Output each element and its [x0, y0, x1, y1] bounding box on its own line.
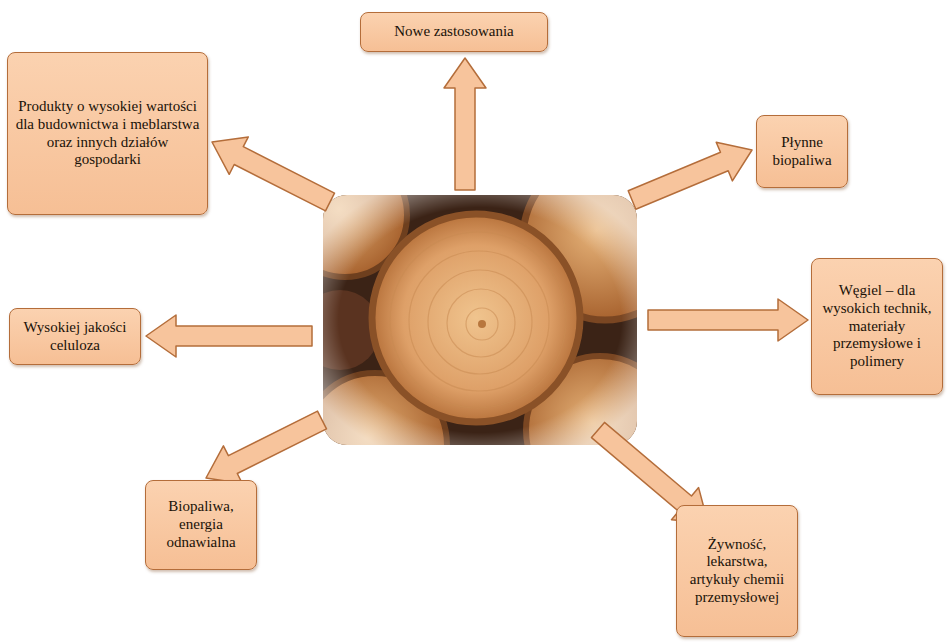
- text-group: Węgiel – dla wysokich technik, materiały…: [818, 282, 936, 370]
- box-label: Produkty o wysokiej wartości dla budowni…: [14, 98, 201, 169]
- wood-logs-photo: [323, 195, 637, 445]
- block-arrow: [628, 142, 752, 209]
- box-label: Żywność, lekarstwa, artykuły chemii prze…: [683, 536, 791, 607]
- block-arrow: [206, 411, 327, 483]
- text-box: Biopaliwa, energia odnawialna: [145, 480, 257, 570]
- box-label: Nowe zastosowania: [394, 23, 514, 41]
- text-box: Żywność, lekarstwa, artykuły chemii prze…: [676, 505, 798, 637]
- block-arrow: [444, 58, 486, 190]
- text-group: Produkty o wysokiej wartości dla budowni…: [14, 98, 201, 169]
- box-label: Biopaliwa, energia odnawialna: [152, 498, 250, 551]
- text-group: Płynne biopaliwa: [763, 134, 841, 169]
- text-group: Żywność, lekarstwa, artykuły chemii prze…: [683, 536, 791, 607]
- text-box: Nowe zastosowania: [360, 12, 548, 52]
- box-label: Węgiel – dla wysokich technik, materiały…: [818, 282, 936, 370]
- box-label: Wysokiej jakości celuloza: [16, 319, 134, 354]
- text-group: Nowe zastosowania: [394, 23, 514, 41]
- text-box: Węgiel – dla wysokich technik, materiały…: [811, 258, 943, 395]
- text-box: Produkty o wysokiej wartości dla budowni…: [7, 52, 208, 215]
- box-label: Płynne biopaliwa: [763, 134, 841, 169]
- block-arrow: [212, 137, 335, 211]
- block-arrow: [648, 299, 808, 341]
- text-box: Wysokiej jakości celuloza: [9, 308, 141, 365]
- block-arrow: [146, 315, 312, 357]
- block-arrows: [146, 58, 808, 523]
- text-group: Wysokiej jakości celuloza: [16, 319, 134, 354]
- text-group: Biopaliwa, energia odnawialna: [152, 498, 250, 551]
- text-box: Płynne biopaliwa: [756, 115, 848, 188]
